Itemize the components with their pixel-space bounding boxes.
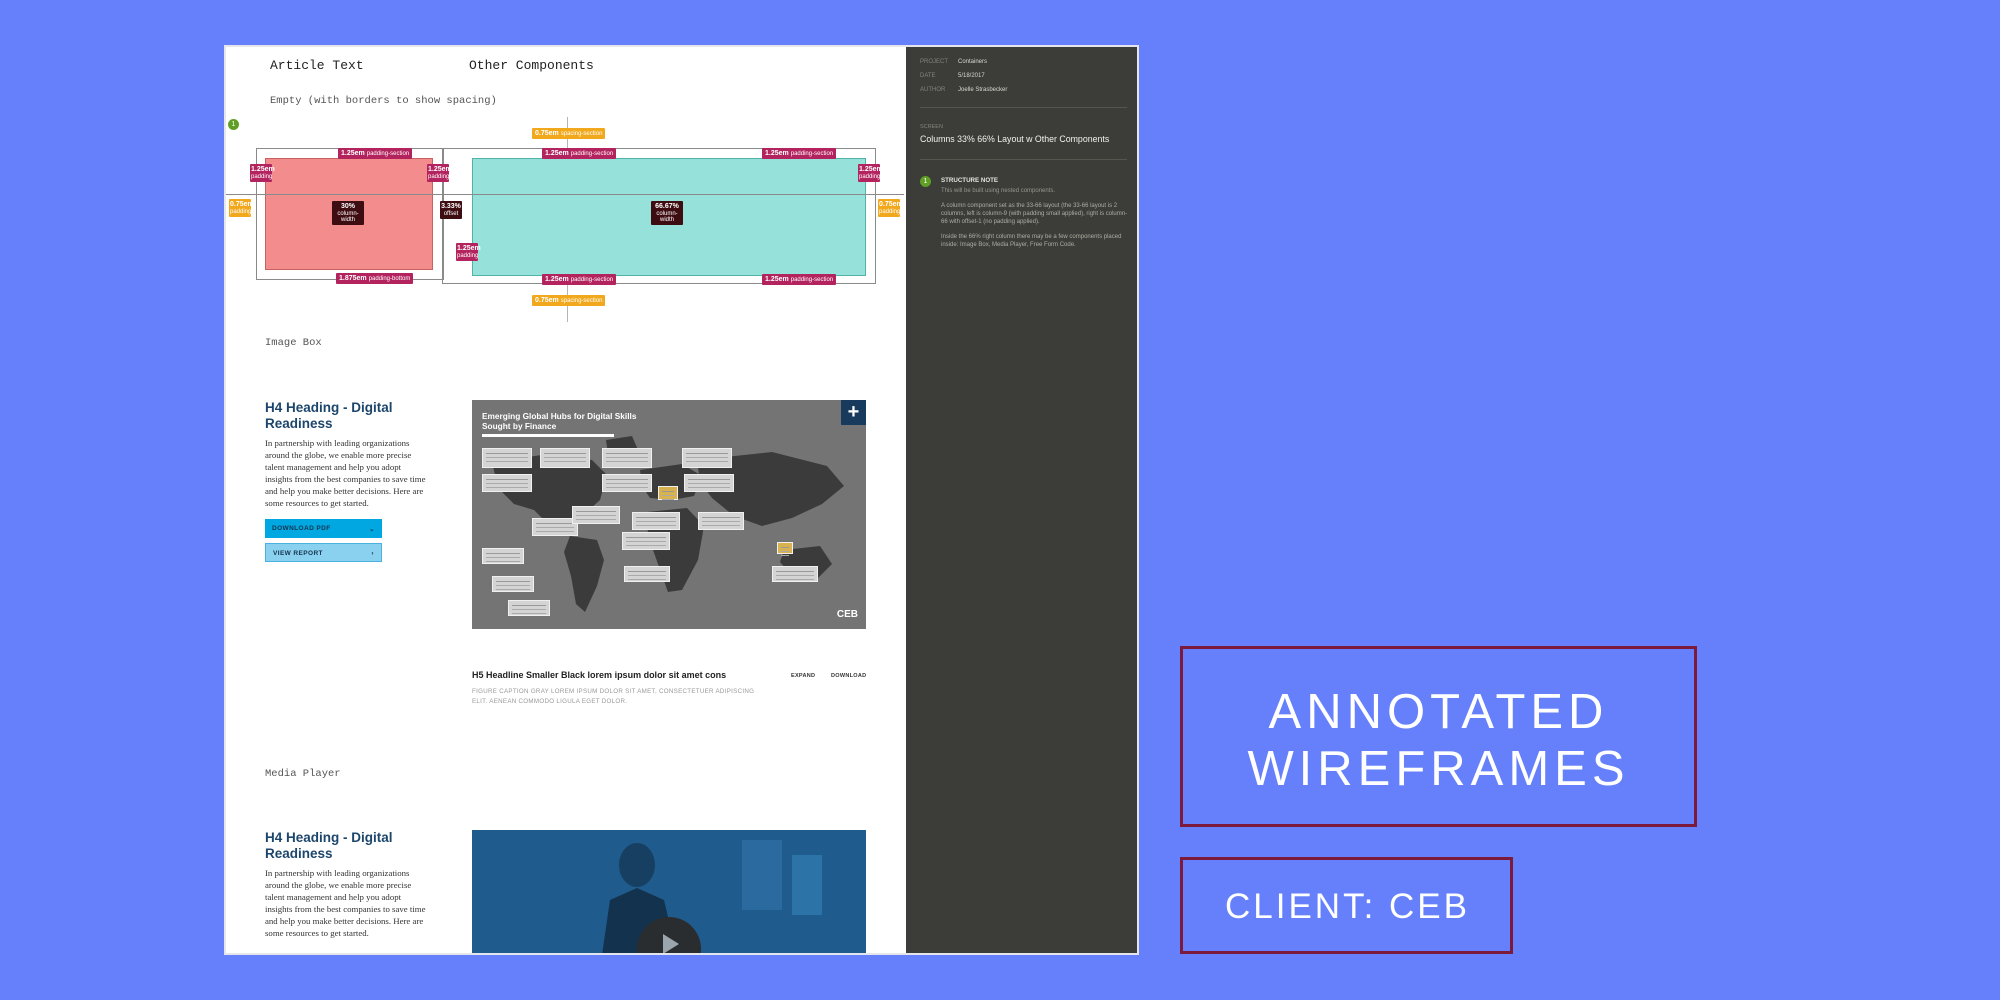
meta-project: ProjectContainers — [920, 59, 988, 65]
image-box-h5: H5 Headline Smaller Black lorem ipsum do… — [472, 670, 727, 680]
note-subtitle: This will be built using nested componen… — [941, 188, 1056, 194]
download-link[interactable]: DOWNLOAD — [831, 673, 867, 679]
note-title: STRUCTURE NOTE — [941, 177, 999, 184]
map-callout — [572, 506, 620, 524]
map-title: Emerging Global Hubs for Digital Skills … — [482, 411, 637, 432]
map-hub-highlight — [658, 486, 678, 500]
notes-divider — [920, 159, 1127, 160]
center-guide-horizontal — [226, 194, 904, 195]
map-callout — [622, 532, 670, 550]
map-callout — [682, 448, 732, 468]
map-callout — [684, 474, 734, 492]
spec-tag-gutter: 3.33%offset — [440, 201, 462, 219]
map-callout — [602, 448, 652, 468]
expand-plus-icon[interactable]: + — [841, 400, 866, 425]
map-hub-highlight — [777, 542, 793, 554]
map-callout — [772, 566, 818, 582]
title-box: ANNOTATED WIREFRAMES — [1180, 646, 1697, 827]
meta-date: Date5/18/2017 — [920, 73, 985, 79]
annotation-pin[interactable]: 1 — [228, 119, 239, 130]
media-player-heading: H4 Heading - Digital Readiness — [265, 830, 393, 861]
notes-divider — [920, 107, 1127, 108]
note-paragraph: Inside the 66% right column there may be… — [941, 234, 1122, 249]
map-callout — [624, 566, 670, 582]
image-box-label: Image Box — [265, 337, 322, 349]
media-player-body: In partnership with leading organization… — [265, 868, 426, 938]
map-title-rule — [482, 434, 614, 437]
video-player[interactable] — [472, 830, 866, 953]
world-map-image[interactable]: Emerging Global Hubs for Digital Skills … — [472, 400, 866, 629]
empty-layout-label: Empty (with borders to show spacing) — [270, 95, 497, 107]
column-title-other: Other Components — [469, 58, 594, 73]
chevron-right-icon: › — [371, 550, 374, 557]
notes-panel: ProjectContainers Date5/18/2017 AuthorJo… — [906, 47, 1137, 953]
image-box-heading: H4 Heading - Digital Readiness — [265, 400, 393, 431]
screen-key: Screen — [920, 124, 943, 130]
map-callout — [508, 600, 550, 616]
column-title-article: Article Text — [270, 58, 364, 73]
map-callout — [482, 548, 524, 564]
meta-author: AuthorJoelle Strasbecker — [920, 87, 1008, 93]
wireframe-canvas: Article Text Other Components Empty (wit… — [226, 47, 904, 953]
map-callout — [532, 518, 578, 536]
map-callout — [632, 512, 680, 530]
view-report-button[interactable]: VIEW REPORT › — [265, 543, 382, 562]
map-callout — [492, 576, 534, 592]
download-pdf-label: DOWNLOAD PDF — [272, 525, 331, 532]
expand-link[interactable]: EXPAND — [791, 673, 816, 679]
screen-name: Columns 33% 66% Layout w Other Component… — [920, 134, 1110, 144]
map-callout — [698, 512, 744, 530]
view-report-label: VIEW REPORT — [273, 550, 323, 557]
client-label: CLIENT: CEB — [1225, 887, 1470, 926]
figure-caption: FIGURE CAPTION GRAY LOREM IPSUM DOLOR SI… — [472, 688, 755, 705]
spec-tag-teal-width: 66.67%column-width — [651, 201, 683, 225]
chevron-down-icon: ⌄ — [369, 526, 375, 533]
note-paragraph: A column component set as the 33-66 layo… — [941, 203, 1128, 226]
spec-tag-red-width: 30%column-width — [332, 201, 364, 225]
map-callout — [540, 448, 590, 468]
main-title: ANNOTATED WIREFRAMES — [1247, 685, 1630, 796]
wireframe-window: Article Text Other Components Empty (wit… — [224, 45, 1139, 955]
map-callout — [602, 474, 652, 492]
map-callout — [482, 474, 532, 492]
map-callout — [482, 448, 532, 468]
media-player-label: Media Player — [265, 768, 341, 780]
ceb-logo: CEB — [836, 609, 858, 620]
download-pdf-button[interactable]: DOWNLOAD PDF ⌄ — [265, 519, 382, 538]
note-pin[interactable]: 1 — [920, 176, 931, 187]
image-box-body: In partnership with leading organization… — [265, 438, 426, 508]
client-box: CLIENT: CEB — [1180, 857, 1513, 954]
